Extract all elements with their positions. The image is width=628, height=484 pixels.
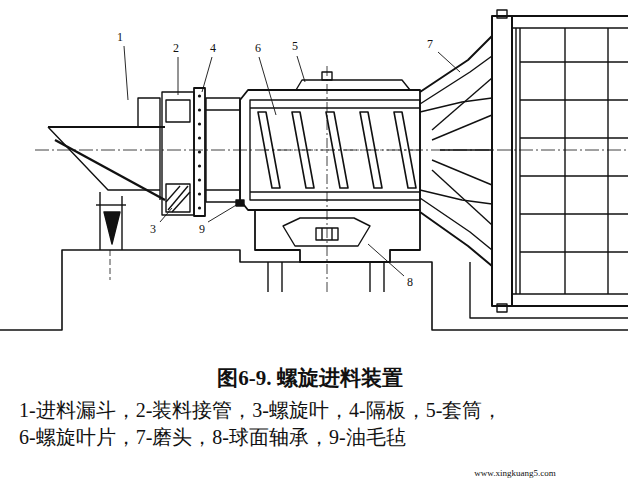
caption-line: 6-螺旋叶片，7-磨头，8-球面轴承，9-油毛毡 bbox=[18, 426, 407, 448]
mill-head bbox=[420, 36, 492, 266]
feed-hopper bbox=[48, 98, 165, 250]
leader-line bbox=[124, 46, 460, 276]
screw-blades bbox=[258, 112, 420, 188]
callout-number: 6 bbox=[254, 42, 262, 55]
sleeve bbox=[240, 72, 420, 210]
callout-number: 2 bbox=[172, 42, 180, 55]
loading-pipe bbox=[162, 92, 194, 215]
callout-number: 7 bbox=[426, 38, 434, 51]
callout-number: 5 bbox=[291, 40, 299, 53]
center-line bbox=[110, 250, 111, 280]
spherical-bearing bbox=[236, 200, 420, 292]
callout-number: 4 bbox=[209, 42, 217, 55]
center-line bbox=[35, 150, 628, 151]
callout-number: 1 bbox=[116, 31, 124, 44]
partition-plate bbox=[194, 88, 240, 216]
callout-number: 9 bbox=[198, 223, 206, 236]
caption-line: 1-进料漏斗，2-装料接管，3-螺旋叶，4-隔板，5-套筒， bbox=[18, 399, 503, 421]
watermark: www.xingkuang5.com bbox=[473, 469, 556, 479]
callout-number: 3 bbox=[149, 223, 157, 236]
mill-drum bbox=[470, 10, 628, 318]
callout-number: 8 bbox=[406, 276, 414, 289]
figure-title: 图6-9. 螺旋进料装置 bbox=[217, 367, 403, 390]
